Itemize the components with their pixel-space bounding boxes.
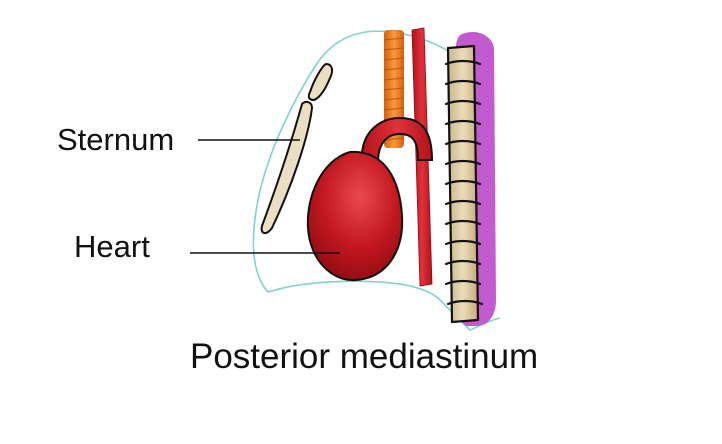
heart	[306, 150, 404, 282]
aortic-arch	[360, 116, 434, 163]
diagram-caption: Posterior mediastinum	[190, 337, 539, 376]
heart-label: Heart	[74, 229, 150, 264]
sternum	[260, 62, 334, 234]
thorax-outline	[252, 30, 501, 331]
sternum-label: Sternum	[57, 122, 175, 157]
vertebral-column	[444, 44, 484, 324]
